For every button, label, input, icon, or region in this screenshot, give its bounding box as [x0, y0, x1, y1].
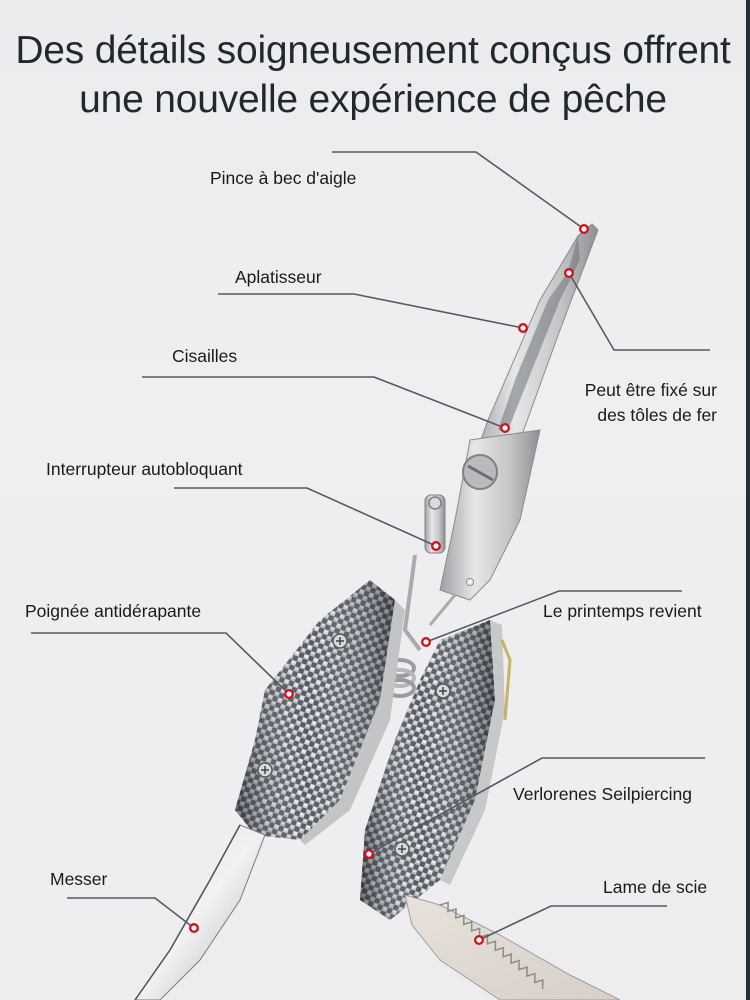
- right-frame-border: [746, 0, 750, 1000]
- pliers-jaws: [424, 223, 599, 601]
- headline-line-2: une nouvelle expérience de pêche: [79, 78, 667, 121]
- lock-switch: [424, 494, 446, 554]
- label-flattener: Aplatisseur: [235, 267, 322, 287]
- left-handle: [235, 580, 405, 845]
- marker-dots: [188, 223, 590, 946]
- marker-dot-icon: [474, 935, 485, 946]
- leader-sheet-iron: [568, 272, 710, 351]
- leader-flattener: [218, 293, 524, 329]
- marker-dot-icon: [284, 689, 295, 700]
- leader-lines: [31, 151, 710, 941]
- leader-rope-piercing: [368, 757, 705, 855]
- headline-line-1: Des détails soigneusement conçus offrent: [15, 29, 731, 72]
- marker-dot-icon: [518, 323, 529, 334]
- marker-dot-icon: [421, 637, 432, 648]
- label-rope-piercing: Verlorenes Seilpiercing: [513, 784, 692, 804]
- label-eagle-beak: Pince à bec d'aigle: [210, 168, 357, 188]
- marker-dot-icon: [579, 223, 590, 234]
- leader-grip: [31, 632, 290, 695]
- leader-spring: [425, 590, 682, 643]
- saw-blade: [404, 894, 621, 1000]
- marker-dot-icon: [564, 268, 575, 279]
- marker-dot-icon: [188, 923, 199, 934]
- marker-dot-icon: [431, 541, 442, 552]
- label-spring: Le printemps revient: [543, 601, 702, 621]
- knife-blade: [134, 824, 266, 1000]
- return-spring: [384, 554, 457, 698]
- right-handle: [360, 620, 512, 920]
- marker-dot-icon: [500, 423, 511, 434]
- leader-self-lock: [174, 487, 437, 547]
- label-shears: Cisailles: [172, 346, 238, 366]
- leader-saw: [478, 905, 667, 941]
- label-sheet-iron-line-2: des tôles de fer: [597, 405, 717, 425]
- label-grip: Poignée antidérapante: [25, 601, 202, 621]
- label-self-lock: Interrupteur autobloquant: [46, 459, 243, 479]
- leader-eagle-beak: [332, 151, 585, 230]
- marker-dot-icon: [364, 849, 375, 860]
- label-sheet-iron-line-1: Peut être fixé sur: [584, 380, 717, 400]
- leader-shears: [142, 376, 506, 429]
- leader-knife: [67, 897, 195, 929]
- label-saw: Lame de scie: [603, 877, 708, 897]
- label-knife: Messer: [50, 869, 108, 889]
